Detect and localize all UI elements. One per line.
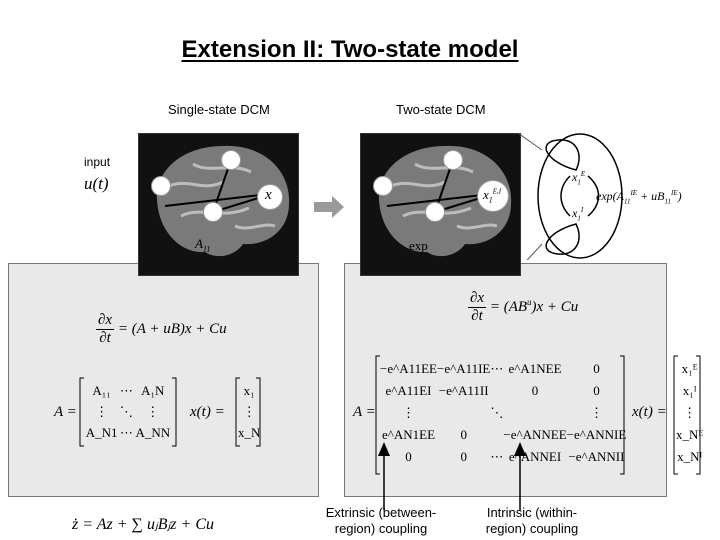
matrix-cell: −e^A11II [438,383,489,398]
brain-node-top [221,150,241,170]
matrix-cell: 0 [593,361,600,376]
brain-node-bottom [203,202,223,222]
intrinsic-coupling-label: Intrinsic (within-region) coupling [485,505,579,536]
matrix-row: x_Nᴱ [676,424,703,446]
matrix-cell: 0 [405,449,412,464]
single-A-brackets [79,377,177,447]
matrix-cell: A₁N [141,382,165,398]
extrinsic-coupling-label: Extrinsic (between-region) coupling [325,505,437,536]
matrix-row: e^AN1EE 0 −e^ANNEE−e^ANNIE [380,424,626,446]
two-state-panel [344,263,667,497]
inset-exp-equation: exp(A11IE + uB11IE) [596,189,682,206]
matrix-row: ⋮ ⋱ ⋮ [380,402,626,424]
matrix-cell: e^A1NEE [508,361,562,376]
single-A-matrix: A₁₁⋯A₁N⋮⋱⋮A_N1⋯A_NN [84,380,172,443]
matrix-cell: ⋱ [490,405,504,420]
matrix-cell: ⋮ [242,403,256,419]
bilinear-equation: ż = Az + ∑ uⱼBⱼz + Cu [72,516,214,533]
matrix-cell: A_N1 [85,424,118,440]
matrix-cell: x_Nᴱ [676,427,704,442]
matrix-cell: x₁ᴵ [682,383,697,398]
single-state-panel [8,263,319,497]
matrix-cell: 0 [460,427,467,442]
matrix-cell: 0 [460,449,467,464]
matrix-cell: x_N [238,424,261,440]
matrix-cell: x₁ [243,382,255,398]
brain2-node-bottom [425,202,445,222]
annotation-arrows [378,442,526,510]
brain2-node-left [373,176,393,196]
matrix-row: x₁ᴱ [676,358,703,380]
transition-arrow [314,196,344,218]
matrix-row: ⋮ ⋱ ⋮ [84,401,172,422]
matrix-row: ⋮ [676,402,703,424]
matrix-cell: −e^ANNII [568,449,625,464]
matrix-cell: −e^ANNIE [566,427,627,442]
matrix-cell: 0 [593,383,600,398]
matrix-cell: 0 [531,383,539,398]
matrix-cell: ⋮ [683,405,697,420]
matrix-row: x₁ᴵ [676,380,703,402]
matrix-row: x_N [238,422,260,443]
matrix-cell: A_NN [135,424,171,440]
two-x-vector: x₁ᴱ x₁ᴵ ⋮ x_Nᴱ x_Nᴵ [676,358,703,468]
inset-diagram [518,132,623,260]
matrix-cell: −e^A11EE [380,361,437,376]
matrix-row: e^A11EI −e^A11II 0 0 [380,380,626,402]
inset-node-i: x1I [572,206,584,223]
matrix-row: A_N1⋯A_NN [84,422,172,443]
matrix-cell: ⋯ [119,424,133,440]
brain2-node-top [443,150,463,170]
two-state-equation: ∂x∂t = (ABu)x + Cu [468,290,579,324]
single-A-label: A = [54,404,77,420]
inset-node-e: x1E [572,170,586,187]
single-x-brackets [235,377,261,447]
input-symbol: u(t) [84,174,109,193]
input-label: input [84,155,111,169]
two-x-label: x(t) = [632,404,667,420]
single-state-brain: x A11 [138,133,299,276]
two-A-brackets [375,355,625,475]
two-state-label: Two-state DCM [396,102,486,117]
brain-conn-label: A11 [195,236,211,254]
matrix-cell: e^AN1EE [381,427,436,442]
matrix-cell: ⋯ [119,382,133,398]
brain2-exp-label: exp [409,238,428,253]
slide-title: Extension II: Two-state model [181,36,519,63]
matrix-cell: ⋮ [402,405,415,420]
matrix-cell: x_Nᴵ [677,449,703,464]
two-state-brain: x1E,I exp [360,133,521,276]
matrix-cell: ⋮ [146,403,160,419]
single-x-label: x(t) = [190,404,225,420]
brain-node-left [151,176,171,196]
matrix-cell: ⋯ [490,361,504,376]
matrix-row: x₁ [238,380,260,401]
brain2-node-x: x1E,I [477,180,509,212]
matrix-cell: x₁ᴱ [681,361,698,376]
matrix-row: −e^A11EE−e^A11IE⋯ e^A1NEE 0 [380,358,626,380]
matrix-cell: A₁₁ [92,382,111,398]
matrix-cell: ⋮ [589,405,603,420]
matrix-row: ⋮ [238,401,260,422]
matrix-cell [490,380,503,402]
matrix-cell: e^A11EI [385,383,432,398]
matrix-cell: −e^A11IE [437,361,491,376]
single-x-vector: x₁ ⋮ x_N [238,380,260,443]
matrix-cell: ⋯ [490,449,504,464]
brain-node-x: x [257,184,283,210]
single-state-equation: ∂x∂t = (A + uB)x + Cu [96,312,227,346]
matrix-cell: ⋱ [119,403,133,419]
two-x-brackets [673,355,701,475]
two-A-label: A = [353,404,376,420]
matrix-row: x_Nᴵ [676,446,703,468]
matrix-cell: −e^ANNEE [503,427,567,442]
matrix-cell: ⋮ [95,403,109,419]
matrix-cell [503,402,566,424]
single-state-label: Single-state DCM [168,102,270,117]
matrix-row: A₁₁ ⋯ A₁N [84,380,172,401]
matrix-cell [437,402,490,424]
